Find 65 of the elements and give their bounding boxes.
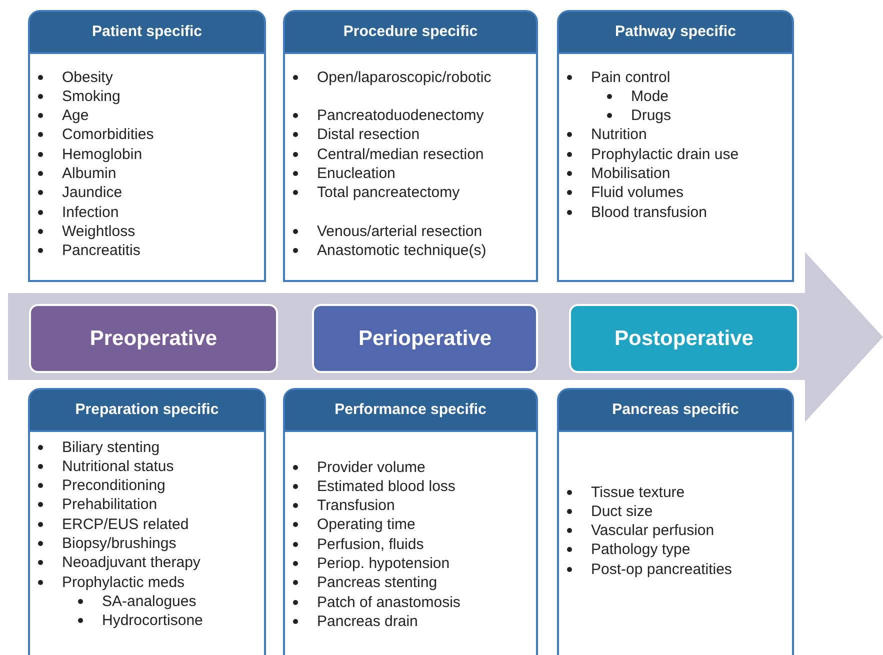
list-item: Prophylactic drain use <box>591 146 739 163</box>
card-heading: Performance specific <box>285 390 536 432</box>
list-item: Hydrocortisone <box>102 612 203 630</box>
list-item: Estimated blood loss <box>317 478 456 495</box>
list-item: SA-analogues <box>102 592 196 610</box>
card-heading: Patient specific <box>30 12 264 54</box>
list-item: Blood transfusion <box>591 204 707 221</box>
list-item: Neoadjuvant therapy <box>62 554 200 572</box>
list-item: Age <box>62 107 89 124</box>
list-item: Nutrition <box>591 126 647 144</box>
list-item: Provider volume <box>317 458 426 476</box>
list-item: Biopsy/brushings <box>62 535 176 552</box>
list-item: Total pancreatectomy <box>317 184 460 202</box>
list-item: Mode <box>631 88 669 105</box>
card-heading: Pathway specific <box>559 12 792 54</box>
list-item: Patch of anastomosis <box>317 594 460 611</box>
list-item: Pancreas drain <box>317 612 418 630</box>
category-card <box>283 388 538 655</box>
list-item: Open/laparoscopic/robotic <box>317 68 492 86</box>
phase-box: Perioperative <box>312 304 538 373</box>
list-item: Duct size <box>591 502 653 520</box>
list-item: Venous/arterial resection <box>317 222 482 240</box>
list-item: Hemoglobin <box>62 146 142 163</box>
list-item: Central/median resection <box>317 146 484 163</box>
list-item: Biliary stenting <box>62 438 160 456</box>
list-item: Comorbidities <box>62 126 154 144</box>
list-item: Preconditioning <box>62 477 166 494</box>
list-item: Pathology type <box>591 541 690 558</box>
list-item: Tissue texture <box>591 484 685 500</box>
list-item: Prophylactic meds <box>62 574 185 591</box>
list-item: Pancreas stenting <box>317 574 438 592</box>
list-item: Drugs <box>631 107 672 124</box>
phase-box: Postoperative <box>569 304 799 373</box>
list-item: Periop. hypotension <box>317 555 450 572</box>
list-item: Pain control <box>591 68 670 86</box>
list-item: Fluid volumes <box>591 184 684 202</box>
list-item: Anastomotic technique(s) <box>317 242 486 260</box>
category-card <box>557 388 794 655</box>
list-item: Post-op pancreatities <box>591 560 732 578</box>
list-item: Vascular perfusion <box>591 522 714 540</box>
category-card <box>28 10 266 282</box>
phase-box: Preoperative <box>29 304 278 373</box>
category-card <box>28 388 266 655</box>
list-item: Albumin <box>62 165 116 182</box>
list-item: Pancreatoduodenectomy <box>317 107 484 124</box>
list-item: Mobilisation <box>591 165 670 182</box>
list-item: Transfusion <box>317 497 395 514</box>
list-item: Nutritional status <box>62 458 174 475</box>
category-card <box>557 10 794 282</box>
list-item: Perfusion, fluids <box>317 536 424 553</box>
list-item: Weightloss <box>62 222 136 240</box>
card-heading: Pancreas specific <box>559 390 792 432</box>
category-card <box>283 10 538 282</box>
list-item: Operating time <box>317 516 416 534</box>
list-item: Enucleation <box>317 165 396 182</box>
list-item: ERCP/EUS related <box>62 516 189 533</box>
list-item: Obesity <box>62 68 113 86</box>
list-item: Pancreatitis <box>62 242 140 260</box>
list-item: Distal resection <box>317 126 420 144</box>
list-item: Jaundice <box>62 184 122 202</box>
card-heading: Procedure specific <box>285 12 536 54</box>
card-heading: Preparation specific <box>30 390 264 432</box>
list-item: Infection <box>62 204 119 221</box>
list-item: Prehabilitation <box>62 496 158 514</box>
list-item: Smoking <box>62 88 120 105</box>
